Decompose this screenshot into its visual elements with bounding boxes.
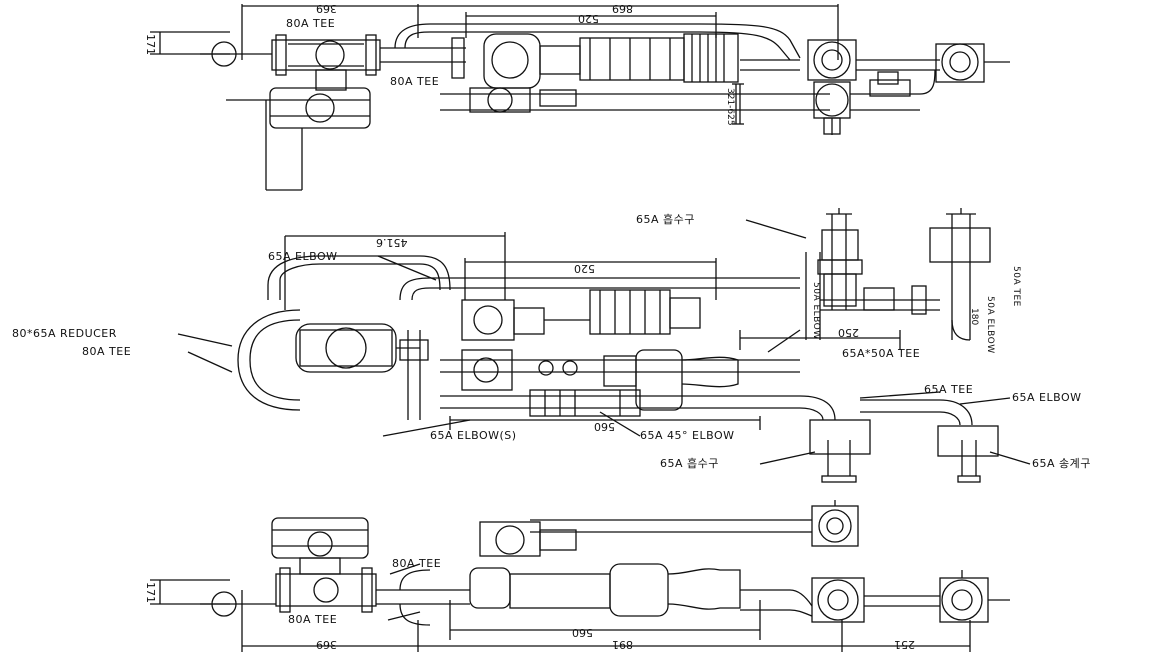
- v1-label-80a-tee-top: 80A TEE: [286, 17, 336, 30]
- v2-dim-451-6: 451.6: [376, 236, 408, 249]
- v1-dim-869: 869: [612, 2, 633, 15]
- v1-dim-520: 520: [578, 12, 599, 25]
- v2-label-65a-elbow-right: 65A ELBOW: [1012, 391, 1082, 404]
- v2-label-suction-bottom: 65A 흡수구: [660, 457, 719, 470]
- v2-label-65a-50a-tee: 65A*50A TEE: [842, 347, 921, 360]
- v3-label-80a-tee-top: 80A TEE: [392, 557, 442, 570]
- v2-dim-520: 520: [574, 262, 595, 275]
- v2-dim-560: 560: [594, 420, 615, 433]
- v2-label-50a-tee: 50A TEE: [1011, 266, 1021, 307]
- view2-front-elevation: [177, 208, 1031, 483]
- v1-dim-369: 369: [316, 2, 337, 15]
- v3-dim-369: 369: [316, 638, 337, 651]
- v2-label-elbow-45: 65A 45° ELBOW: [640, 429, 735, 442]
- v3-dim-560: 560: [572, 626, 593, 639]
- v2-label-65a-tee: 65A TEE: [924, 383, 974, 396]
- v2-label-reducer: 80*65A REDUCER: [12, 327, 117, 340]
- v2-label-80a-tee: 80A TEE: [82, 345, 132, 358]
- v1-dim-171: 171: [144, 34, 157, 55]
- v3-dim-251: 251: [894, 638, 915, 651]
- v3-dim-891: 891: [612, 638, 633, 651]
- v3-dim-171: 171: [144, 582, 157, 603]
- v2-label-50a-elbow-2: 50A ELBOW: [985, 296, 995, 354]
- v2-label-suction-top: 65A 흡수구: [636, 213, 695, 226]
- v2-label-discharge: 65A 송계구: [1032, 457, 1091, 470]
- v3-label-80a-tee-bottom: 80A TEE: [288, 613, 338, 626]
- v2-label-50a-elbow-1: 50A ELBOW: [811, 282, 821, 340]
- v2-dim-180: 180: [969, 308, 979, 326]
- v1-dim-right: 321-625: [725, 88, 735, 126]
- v2-label-elbow-s: 65A ELBOW(S): [430, 429, 517, 442]
- v1-label-80a-tee-bottom: 80A TEE: [390, 75, 440, 88]
- view3-bottom-plan: [150, 500, 1010, 652]
- v2-label-65a-elbow-top: 65A ELBOW: [268, 250, 338, 263]
- view1-top-plan: [150, 4, 1010, 191]
- v2-dim-250: 250: [838, 326, 859, 339]
